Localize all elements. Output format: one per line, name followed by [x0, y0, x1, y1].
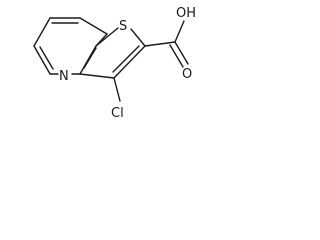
bond-c2-cacid: [144, 41, 176, 47]
bond-c3-cl: [113, 77, 121, 102]
atom-label-sulfur: S: [119, 19, 127, 34]
structure-canvas: S N Cl OH O: [0, 0, 212, 124]
atom-label-carbonyl-oxygen: O: [182, 67, 192, 82]
bond-cacid-oh: [174, 20, 185, 43]
atom-label-hydroxyl: OH: [176, 6, 196, 21]
bond-c2-c3: [113, 45, 146, 79]
thienopyridine-structure: S N Cl OH O: [33, 6, 196, 121]
atom-label-nitrogen: N: [59, 69, 69, 84]
bond-cacid-o-2: [169, 44, 184, 68]
bond-c5-c4-inner: [39, 46, 54, 70]
bond-c2-c3-inner: [112, 45, 140, 73]
bond-cacid-o-1: [174, 41, 189, 65]
bond-c3a-c7a-inner: [83, 47, 97, 69]
atom-labels: S N Cl OH O: [59, 6, 196, 121]
bond-c3-c3a: [79, 73, 115, 79]
bond-c5-c4: [33, 45, 51, 75]
bond-s-c2: [130, 28, 146, 47]
bond-c7a-c7: [79, 17, 108, 35]
bond-c7a-s: [95, 27, 119, 47]
bonds: [33, 17, 189, 102]
atom-label-chlorine: Cl: [111, 106, 124, 121]
bond-c6-c5: [33, 17, 51, 47]
